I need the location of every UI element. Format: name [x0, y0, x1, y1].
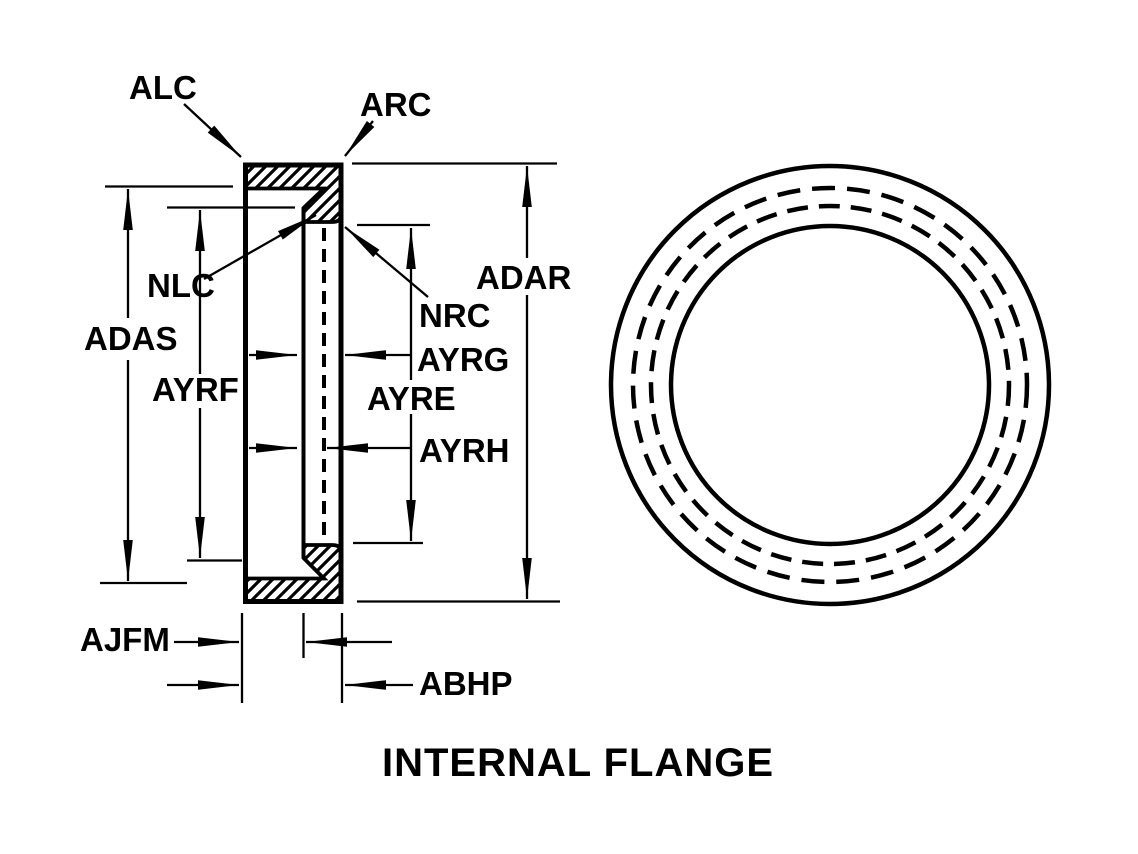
lower-wall-section: [243, 543, 343, 604]
label-abhp: ABHP: [419, 665, 513, 702]
section-view: [243, 162, 344, 604]
outer-diameter-circle: [608, 163, 1052, 607]
arc-leader: [344, 120, 375, 157]
labels: ALC ARC NLC NRC ADAS AYRF ADAR AYRE AYRG…: [80, 69, 774, 785]
ring-outline: [243, 162, 344, 604]
label-nrc: NRC: [419, 297, 491, 334]
nlc-leader: [203, 214, 317, 280]
label-adar: ADAR: [476, 259, 571, 296]
label-adas: ADAS: [84, 320, 178, 357]
label-ayrh: AYRH: [419, 432, 509, 469]
label-ayrg: AYRG: [417, 341, 509, 378]
hidden-bore-circle: [630, 185, 1030, 585]
label-ayrf: AYRF: [152, 371, 239, 408]
alc-leader: [183, 103, 242, 158]
front-view: [608, 163, 1052, 607]
figure-title: INTERNAL FLANGE: [382, 741, 774, 785]
label-ajfm: AJFM: [80, 621, 170, 658]
flange-bore-circle: [668, 223, 992, 547]
label-ayre: AYRE: [367, 380, 456, 417]
dimension-lines: [100, 103, 560, 703]
nrc-leader: [344, 226, 429, 298]
upper-wall-section: [243, 163, 343, 224]
hidden-chamfer-circle: [648, 203, 1012, 567]
label-nlc: NLC: [147, 267, 215, 304]
label-alc: ALC: [129, 69, 197, 106]
label-arc: ARC: [360, 86, 432, 123]
